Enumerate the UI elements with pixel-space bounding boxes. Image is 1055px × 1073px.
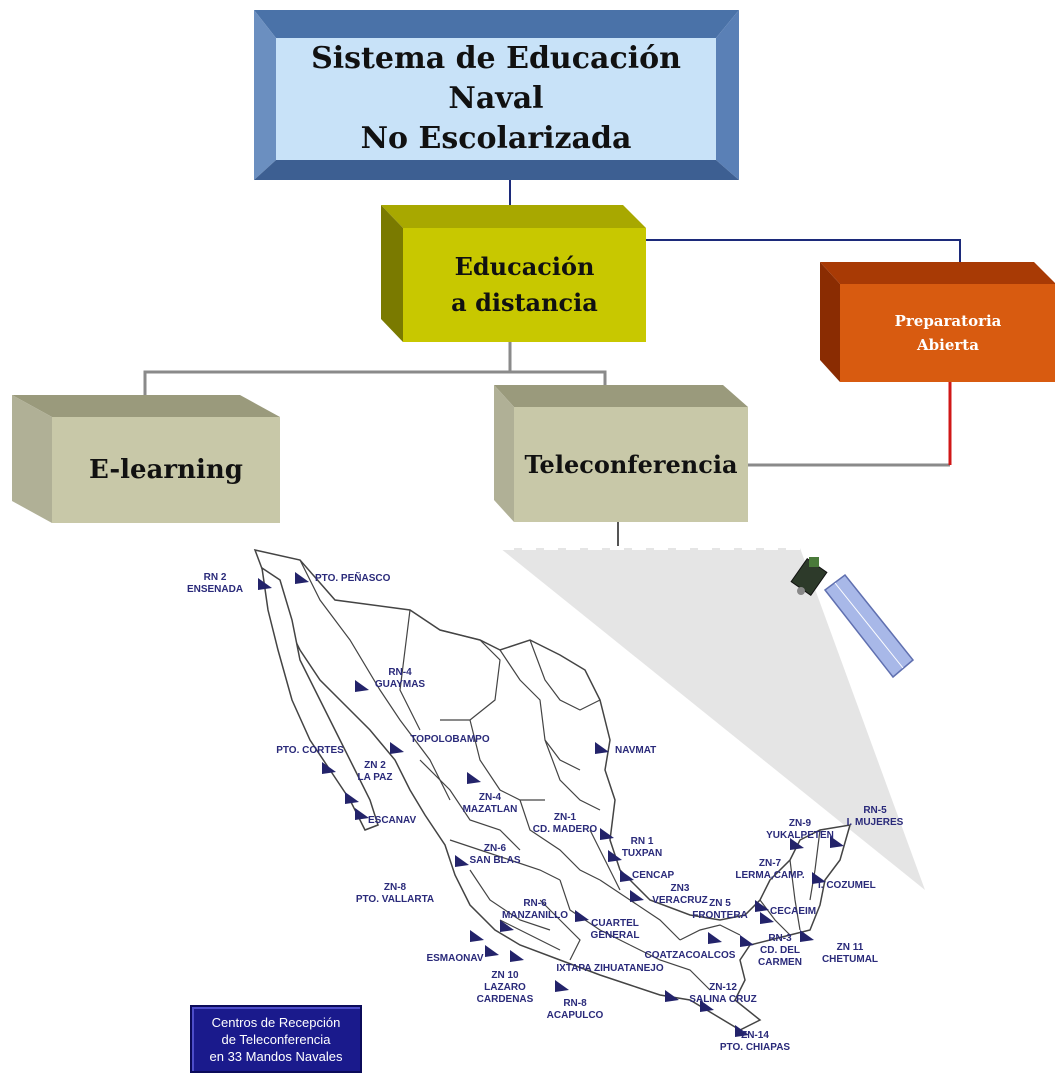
connector-lines — [143, 175, 961, 550]
distance-to-teleconf-line — [510, 370, 607, 385]
place-label: ZN-9 YUKALPETEN — [766, 818, 834, 841]
place-label: ZN-1 CD. MADERO — [532, 812, 598, 835]
place-label: ZN 2 LA PAZ — [357, 760, 393, 783]
place-label: ZN-12 SALINA CRUZ — [689, 982, 757, 1005]
distance-box-label: Educación a distancia — [451, 252, 598, 317]
place-label: ZN 10 LAZARO CARDENAS — [476, 970, 534, 1005]
elearning-box-label: E-learning — [89, 455, 243, 485]
place-label: RN-3 CD. DEL CARMEN — [758, 933, 802, 968]
place-label: ZN-14 PTO. CHIAPAS — [719, 1030, 791, 1053]
teleconf-box-label: Teleconferencia — [524, 450, 738, 479]
place-label: TOPOLOBAMPO — [410, 734, 490, 745]
place-label: RN 1 TUXPAN — [621, 836, 663, 859]
place-label: NAVMAT — [615, 745, 657, 756]
place-label: PTO. PEÑASCO — [315, 573, 391, 584]
baja-california — [261, 566, 379, 831]
distance-box: Educación a distancia — [381, 205, 646, 342]
root-box-label: Sistema de Educación Naval No Escolariza… — [311, 41, 681, 156]
place-label: ESCANAV — [368, 815, 417, 826]
place-label: RN-4 GUAYMAS — [374, 667, 426, 690]
elearning-box: E-learning — [12, 395, 280, 523]
place-label: RN 2 ENSENADA — [186, 572, 244, 595]
place-label: ZN-6 SAN BLAS — [469, 843, 521, 866]
satellite-icon — [790, 557, 915, 679]
mexico-outline — [253, 548, 852, 1031]
satellite-beam — [500, 548, 925, 890]
distance-to-prep-line — [645, 239, 961, 262]
prep-box: Preparatoria Abierta — [820, 262, 1055, 382]
place-label: IXTAPA ZIHUATANEJO — [556, 963, 664, 974]
place-label: ZN-4 MAZATLAN — [462, 792, 518, 815]
place-label: ZN 5 FRONTERA — [692, 898, 748, 921]
place-label: ZN3 VERACRUZ — [652, 883, 708, 906]
place-label: ZN-7 LERMA,CAMP. — [735, 858, 805, 881]
place-label: COATZACOALCOS — [644, 950, 736, 961]
place-label: CECAEIM — [770, 906, 817, 917]
place-label: PTO. CORTES — [276, 745, 344, 756]
place-label: I. COZUMEL — [818, 880, 876, 891]
place-label: CENCAP — [632, 870, 675, 881]
map-legend-box: Centros de Recepción de Teleconferencia … — [190, 1005, 362, 1073]
prep-box-label: Preparatoria Abierta — [894, 312, 1002, 354]
teleconf-box: Teleconferencia — [494, 385, 748, 522]
place-label: CUARTEL GENERAL — [590, 918, 640, 941]
place-label: ZN-8 PTO. VALLARTA — [355, 882, 435, 905]
navy-markers — [258, 572, 844, 1037]
root-box: Sistema de Educación Naval No Escolariza… — [254, 10, 739, 180]
place-label: RN-6 MANZANILLO — [501, 898, 569, 921]
place-label: RN-8 ACAPULCO — [546, 998, 604, 1021]
place-label: ZN 11 CHETUMAL — [821, 942, 879, 965]
place-label: ESMAONAV — [426, 953, 484, 964]
distance-to-children-line — [143, 340, 512, 395]
place-label: RN-5 I. MUJERES — [846, 805, 904, 828]
